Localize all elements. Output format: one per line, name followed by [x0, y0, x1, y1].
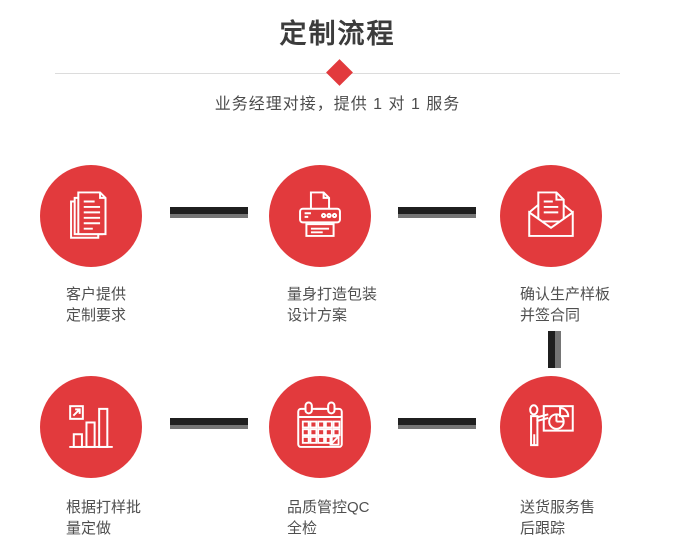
diamond-icon — [326, 59, 353, 86]
connector-bar — [398, 207, 476, 218]
page-title: 定制流程 — [279, 19, 396, 49]
step-circle-sample-contract — [500, 165, 602, 267]
step-label-quality-control: 品质管控QC 全检 — [287, 499, 370, 537]
connector-bar-vertical — [548, 331, 561, 368]
page-subtitle: 业务经理对接，提供 1 对 1 服务 — [214, 96, 461, 113]
connector-bar — [170, 418, 248, 429]
calendar-icon — [297, 401, 343, 448]
connector-bar — [398, 418, 476, 429]
documents-icon — [70, 191, 107, 239]
step-circle-quality-control — [269, 376, 371, 478]
step-circle-batch-production — [40, 376, 142, 478]
step-label-customer-requirements: 客户提供 定制要求 — [66, 286, 127, 324]
step-circle-customer-requirements — [40, 165, 142, 267]
step-circle-packaging-design — [269, 165, 371, 267]
connector-bar — [170, 207, 248, 218]
step-label-packaging-design: 量身打造包装 设计方案 — [287, 286, 378, 324]
step-label-batch-production: 根据打样批 量定做 — [66, 499, 142, 537]
bar-chart-icon — [69, 405, 113, 448]
envelope-icon — [528, 191, 574, 237]
step-circle-delivery-aftersales — [500, 376, 602, 478]
step-label-sample-contract: 确认生产样板 并签合同 — [520, 286, 611, 324]
printer-icon — [299, 191, 341, 237]
step-label-delivery-aftersales: 送货服务售 后跟踪 — [520, 499, 596, 537]
presenter-icon — [529, 404, 574, 447]
